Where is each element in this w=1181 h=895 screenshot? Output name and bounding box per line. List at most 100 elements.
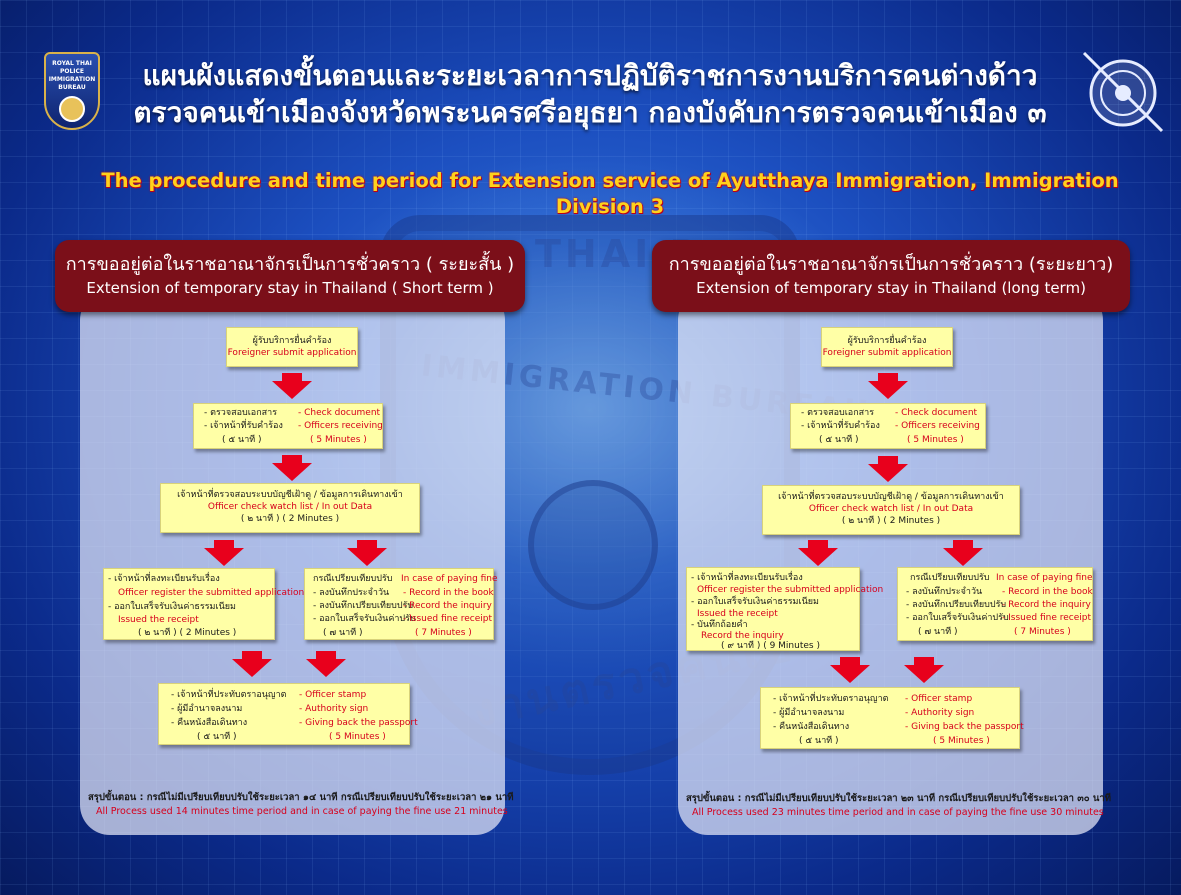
long-step1-english: Foreigner submit application bbox=[822, 348, 952, 358]
long-step5-box: - เจ้าหน้าที่ประทับตราอนุญาต - Officer s… bbox=[760, 687, 1024, 749]
long-step5-th3: - คืนหนังสือเดินทาง bbox=[773, 722, 850, 732]
long-step4a-en1: Officer register the submitted applicati… bbox=[697, 585, 884, 595]
long-step4a-th1: - เจ้าหน้าที่ลงทะเบียนรับเรื่อง bbox=[691, 573, 803, 583]
long-step2-en2: - Officers receiving bbox=[895, 421, 980, 431]
long-step4b-th0: กรณีเปรียบเทียบปรับ bbox=[910, 573, 990, 583]
short-step2-en1: - Check document bbox=[298, 408, 381, 418]
short-step2-box: - ตรวจสอบเอกสาร - Check document - เจ้าห… bbox=[193, 403, 383, 449]
long-arrow-2-icon bbox=[868, 456, 908, 482]
short-step5-th2: - ผู้มีอำนาจลงนาม bbox=[171, 704, 243, 714]
long-term-header-english: Extension of temporary stay in Thailand … bbox=[696, 279, 1086, 297]
short-step4b-th0: กรณีเปรียบเทียบปรับ bbox=[313, 574, 393, 584]
short-step3-english: Officer check watch list / In out Data bbox=[207, 502, 373, 512]
short-term-header: การขออยู่ต่อในราชอาณาจักรเป็นการชั่วคราว… bbox=[55, 240, 525, 312]
long-step4b-en1: - Record in the book bbox=[1002, 587, 1093, 597]
background-seal-icon bbox=[528, 480, 658, 610]
short-summary-english: All Process used 14 minutes time period … bbox=[96, 806, 508, 817]
short-step5-en3: - Giving back the passport bbox=[299, 718, 418, 728]
short-step4a-en1: Officer register the submitted applicati… bbox=[118, 588, 305, 598]
long-term-header-thai: การขออยู่ต่อในราชอาณาจักรเป็นการชั่วคราว… bbox=[668, 254, 1114, 275]
short-step5-en2: - Authority sign bbox=[299, 704, 369, 714]
long-step5-th2: - ผู้มีอำนาจลงนาม bbox=[773, 708, 845, 718]
short-step4a-th2: - ออกใบเสร็จรับเงินค่าธรรมเนียม bbox=[108, 602, 236, 612]
short-term-header-english: Extension of temporary stay in Thailand … bbox=[86, 279, 494, 297]
long-step1-thai: ผู้รับบริการยื่นคำร้อง bbox=[847, 336, 927, 346]
long-step2-th2: - เจ้าหน้าที่รับคำร้อง bbox=[801, 421, 880, 431]
long-step3-thai: เจ้าหน้าที่ตรวจสอบระบบบัญชีเฝ้าดู / ข้อม… bbox=[778, 492, 1004, 502]
short-step5-en1: - Officer stamp bbox=[299, 690, 367, 700]
police-emblem-icon bbox=[59, 96, 85, 122]
long-step2-en-time: ( 5 Minutes ) bbox=[907, 435, 964, 445]
long-step4a-box: - เจ้าหน้าที่ลงทะเบียนรับเรื่อง Officer … bbox=[686, 567, 883, 651]
long-arrow-3b-icon bbox=[943, 540, 983, 566]
short-step4b-en1: - Record in the book bbox=[403, 588, 494, 598]
short-arrow-2-icon bbox=[272, 455, 312, 481]
short-step1-box: ผู้รับบริการยื่นคำร้อง Foreigner submit … bbox=[226, 327, 358, 367]
long-step5-th-time: ( ๕ นาที ) bbox=[799, 736, 839, 746]
long-step4a-en2: Issued the receipt bbox=[697, 609, 778, 619]
short-arrow-3b-icon bbox=[347, 540, 387, 566]
long-step3-time: ( ๒ นาที ) ( 2 Minutes ) bbox=[841, 516, 941, 526]
short-step1-thai: ผู้รับบริการยื่นคำร้อง bbox=[252, 336, 332, 346]
long-term-header: การขออยู่ต่อในราชอาณาจักรเป็นการชั่วคราว… bbox=[652, 240, 1130, 312]
short-step4b-box: กรณีเปรียบเทียบปรับ In case of paying fi… bbox=[304, 568, 498, 640]
immigration-seal-logo bbox=[1078, 45, 1168, 135]
long-step5-en-time: ( 5 Minutes ) bbox=[933, 736, 990, 746]
short-step2-th2: - เจ้าหน้าที่รับคำร้อง bbox=[204, 421, 283, 431]
long-step5-en3: - Giving back the passport bbox=[905, 722, 1024, 732]
long-arrow-4b-icon bbox=[904, 657, 944, 683]
long-step4b-en-time: ( 7 Minutes ) bbox=[1014, 627, 1071, 637]
long-step4a-th3: - บันทึกถ้อยคำ bbox=[691, 620, 748, 630]
long-arrow-4a-icon bbox=[830, 657, 870, 683]
royal-thai-police-logo: ROYAL THAI POLICE IMMIGRATION BUREAU bbox=[44, 52, 100, 130]
short-step4b-th1: - ลงบันทึกประจำวัน bbox=[313, 588, 390, 598]
long-summary-english: All Process used 23 minutes time period … bbox=[692, 807, 1104, 818]
short-step4a-time: ( ๒ นาที ) ( 2 Minutes ) bbox=[138, 628, 237, 638]
short-step4b-en2: - Record the inquiry bbox=[403, 601, 492, 611]
short-step2-th1: - ตรวจสอบเอกสาร bbox=[204, 408, 278, 418]
long-step2-th-time: ( ๕ นาที ) bbox=[819, 435, 859, 445]
short-step1-english: Foreigner submit application bbox=[227, 348, 357, 358]
short-term-panel bbox=[80, 290, 505, 835]
long-step4b-th1: - ลงบันทึกประจำวัน bbox=[906, 587, 983, 597]
long-arrow-1-icon bbox=[868, 373, 908, 399]
short-arrow-4b-icon bbox=[306, 651, 346, 677]
long-step4b-en3: - Issued fine receipt bbox=[1002, 613, 1091, 623]
short-arrow-1-icon bbox=[272, 373, 312, 399]
long-step4a-time: ( ๙ นาที ) ( 9 Minutes ) bbox=[721, 641, 820, 651]
short-step2-th-time: ( ๕ นาที ) bbox=[222, 435, 262, 445]
long-step4b-th2: - ลงบันทึกเปรียบเทียบปรับ bbox=[906, 600, 1007, 610]
short-step4b-th3: - ออกใบเสร็จรับเงินค่าปรับ bbox=[313, 614, 416, 624]
long-step2-box: - ตรวจสอบเอกสาร - Check document - เจ้าห… bbox=[790, 403, 986, 449]
page-title-thai-line2: ตรวจคนเข้าเมืองจังหวัดพระนครศรีอยุธยา กอ… bbox=[133, 96, 1047, 129]
page-title-thai-line1: แผนผังแสดงขั้นตอนและระยะเวลาการปฏิบัติรา… bbox=[142, 59, 1038, 92]
long-summary-thai: สรุปขั้นตอน : กรณีไม่มีเปรียบเทียบปรับใช… bbox=[686, 793, 1111, 804]
long-step4a-th2: - ออกใบเสร็จรับเงินค่าธรรมเนียม bbox=[691, 597, 819, 607]
short-step5-th1: - เจ้าหน้าที่ประทับตราอนุญาต bbox=[171, 690, 287, 700]
short-step4b-en-time: ( 7 Minutes ) bbox=[415, 628, 472, 638]
short-step4a-en2: Issued the receipt bbox=[118, 615, 199, 625]
page-title-english: The procedure and time period for Extens… bbox=[101, 169, 1119, 218]
short-step3-box: เจ้าหน้าที่ตรวจสอบระบบบัญชีเฝ้าดู / ข้อม… bbox=[160, 483, 420, 533]
long-step4b-en0: In case of paying fine bbox=[996, 573, 1093, 583]
short-step4a-box: - เจ้าหน้าที่ลงทะเบียนรับเรื่อง Officer … bbox=[103, 568, 304, 640]
long-step4a-en3: Record the inquiry bbox=[701, 631, 784, 641]
long-step5-en1: - Officer stamp bbox=[905, 694, 973, 704]
short-step3-thai: เจ้าหน้าที่ตรวจสอบระบบบัญชีเฝ้าดู / ข้อม… bbox=[177, 490, 403, 500]
long-step3-box: เจ้าหน้าที่ตรวจสอบระบบบัญชีเฝ้าดู / ข้อม… bbox=[762, 485, 1020, 535]
long-step5-en2: - Authority sign bbox=[905, 708, 975, 718]
long-step1-box: ผู้รับบริการยื่นคำร้อง Foreigner submit … bbox=[821, 327, 953, 367]
short-step5-th3: - คืนหนังสือเดินทาง bbox=[171, 718, 248, 728]
long-step5-th1: - เจ้าหน้าที่ประทับตราอนุญาต bbox=[773, 694, 889, 704]
short-term-header-thai: การขออยู่ต่อในราชอาณาจักรเป็นการชั่วคราว… bbox=[65, 254, 515, 275]
short-step4a-th1: - เจ้าหน้าที่ลงทะเบียนรับเรื่อง bbox=[108, 574, 220, 584]
logo-text-line2: IMMIGRATION BUREAU bbox=[48, 76, 96, 91]
long-step4b-box: กรณีเปรียบเทียบปรับ In case of paying fi… bbox=[897, 567, 1093, 641]
short-summary-thai: สรุปขั้นตอน : กรณีไม่มีเปรียบเทียบปรับใช… bbox=[88, 792, 514, 803]
short-step5-en-time: ( 5 Minutes ) bbox=[329, 732, 386, 742]
short-step2-en-time: ( 5 Minutes ) bbox=[310, 435, 367, 445]
long-arrow-3a-icon bbox=[798, 540, 838, 566]
short-arrow-3a-icon bbox=[204, 540, 244, 566]
long-step3-english: Officer check watch list / In out Data bbox=[808, 504, 974, 514]
long-step4b-th3: - ออกใบเสร็จรับเงินค่าปรับ bbox=[906, 613, 1009, 623]
